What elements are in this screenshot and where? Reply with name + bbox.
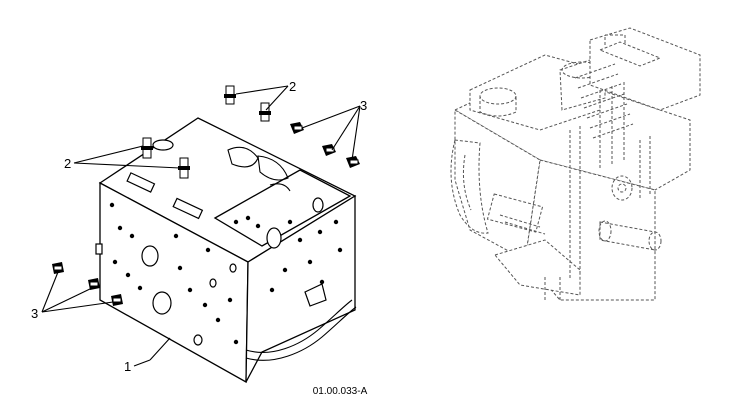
top-plate-edge [269, 183, 291, 192]
frame-inner-flange [213, 169, 352, 247]
front-plate-hole [229, 263, 237, 273]
top-plate-slot [172, 197, 204, 220]
side-plate-hole [266, 227, 282, 249]
callout-frame: 1 [124, 359, 131, 374]
front-plate-hole [209, 278, 217, 288]
front-plate-hole [152, 291, 172, 315]
top-plate-cutout [257, 155, 289, 181]
front-plate-hole [141, 245, 159, 267]
studs [141, 85, 271, 179]
frame-side-plate [245, 194, 356, 383]
top-plate-opening [152, 139, 174, 151]
callout-stud-upper: 2 [289, 79, 296, 94]
bolt [322, 144, 336, 156]
leader-lines [41, 85, 361, 367]
bolt [346, 156, 360, 168]
frame-assembly [95, 117, 357, 384]
stud [259, 102, 271, 122]
callout-bolt-left: 3 [31, 306, 38, 321]
side-plate-tab [304, 283, 327, 307]
figure-reference-number: 01.00.033-A [312, 386, 368, 397]
bolt [88, 278, 100, 290]
front-plate-hole [193, 334, 203, 346]
frame-cross-rod [245, 299, 353, 353]
bolt [52, 262, 64, 274]
bolt [290, 122, 304, 134]
callout-stud-left: 2 [64, 156, 71, 171]
top-plate-slot [126, 172, 156, 193]
callout-bolt-upper: 3 [360, 98, 367, 113]
front-plate-slot [95, 243, 103, 255]
frame-cross-rod [245, 306, 357, 361]
side-plate-hole [312, 197, 324, 213]
bolts [52, 122, 360, 306]
bolt [111, 294, 123, 306]
stud [141, 137, 153, 159]
stud [224, 85, 236, 105]
engine-phantom [450, 27, 701, 301]
